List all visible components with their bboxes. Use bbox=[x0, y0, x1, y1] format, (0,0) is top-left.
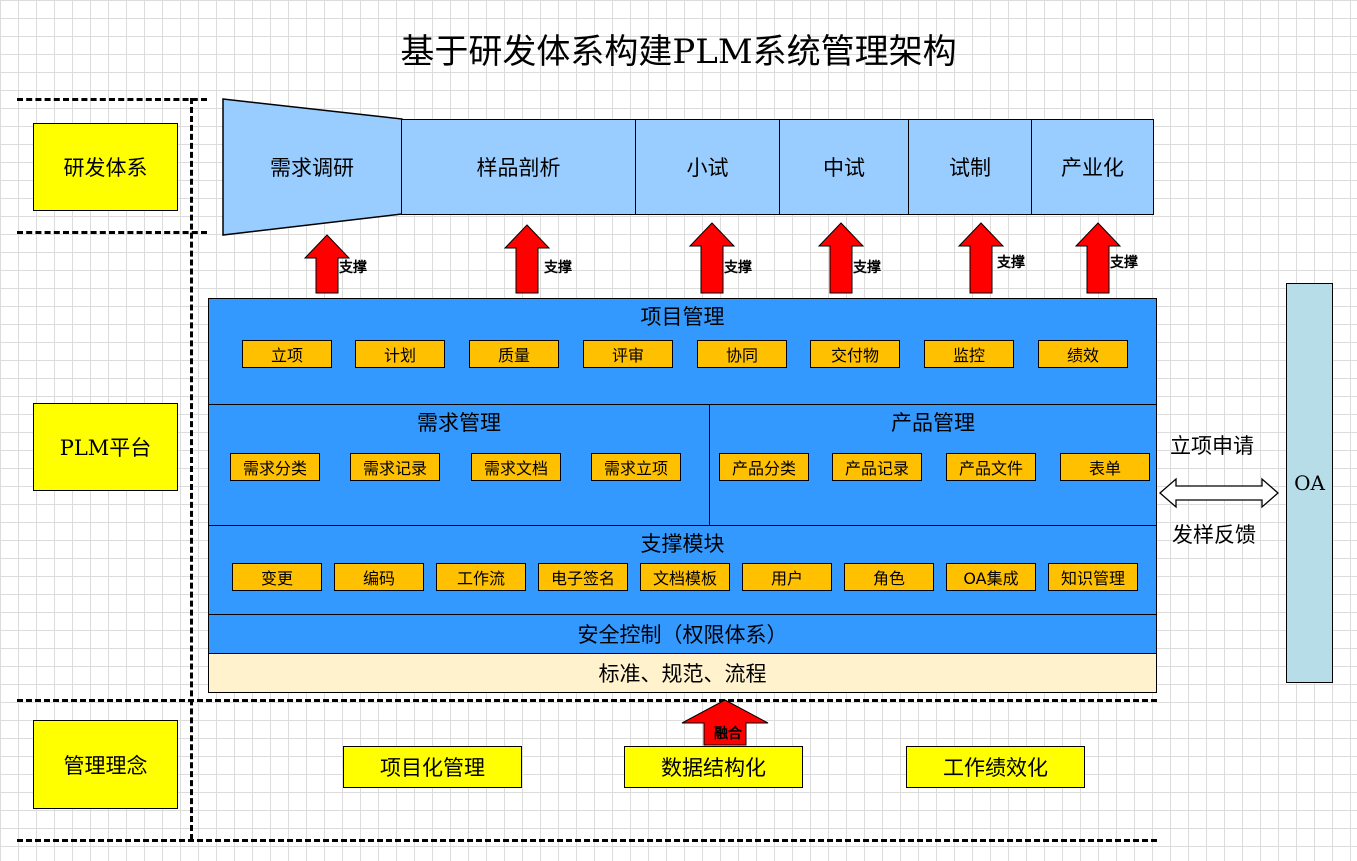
module-chip: 需求记录 bbox=[350, 453, 440, 481]
module-chip: 用户 bbox=[742, 563, 832, 591]
layer-label-rd: 研发体系 bbox=[33, 123, 178, 211]
support-label: 支撑 bbox=[853, 260, 881, 276]
support-label: 支撑 bbox=[544, 260, 572, 276]
oa-system-box: OA bbox=[1286, 283, 1333, 683]
fusion-arrow-icon bbox=[681, 699, 769, 746]
support-arrow-icon bbox=[817, 222, 865, 294]
requirement-management-title: 需求管理 bbox=[417, 411, 501, 435]
bidirectional-arrow-icon bbox=[1159, 477, 1279, 509]
module-chip: 协同 bbox=[697, 340, 787, 368]
layer-label-mgmt: 管理理念 bbox=[33, 720, 178, 809]
module-chip: 变更 bbox=[232, 563, 322, 591]
divider-top bbox=[17, 98, 207, 101]
module-chip: 需求分类 bbox=[230, 453, 320, 481]
support-label: 支撑 bbox=[339, 260, 367, 276]
module-chip: 知识管理 bbox=[1048, 563, 1138, 591]
module-chip: 文档模板 bbox=[640, 563, 730, 591]
concept-work-performance: 工作绩效化 bbox=[906, 746, 1085, 788]
support-label: 支撑 bbox=[997, 255, 1025, 271]
oa-flow-top-label: 立项申请 bbox=[1170, 434, 1254, 458]
stage-sample-analysis: 样品剖析 bbox=[401, 119, 636, 215]
standards-panel: 标准、规范、流程 bbox=[208, 653, 1157, 693]
divider-plm-mgmt bbox=[17, 699, 1157, 702]
module-chip: 质量 bbox=[469, 340, 559, 368]
stage-small-trial: 小试 bbox=[635, 119, 780, 215]
requirement-management-panel: 需求管理 需求分类 需求记录 需求文档 需求立项 bbox=[208, 404, 710, 526]
stage-needs-research: 需求调研 bbox=[270, 155, 354, 180]
module-chip: 产品分类 bbox=[719, 453, 809, 481]
divider-bottom bbox=[17, 839, 1157, 842]
divider-rd-plm bbox=[17, 231, 207, 234]
module-chip: 表单 bbox=[1060, 453, 1150, 481]
module-chip: 需求文档 bbox=[471, 453, 561, 481]
project-management-panel: 项目管理 立项计划质量评审协同交付物监控绩效 bbox=[208, 298, 1157, 405]
concept-project-management: 项目化管理 bbox=[343, 746, 522, 788]
oa-flow-bottom-label: 发样反馈 bbox=[1172, 523, 1256, 547]
security-control-panel: 安全控制（权限体系） bbox=[208, 614, 1157, 654]
module-chip: 交付物 bbox=[810, 340, 900, 368]
module-chip: 计划 bbox=[355, 340, 445, 368]
diagram-title: 基于研发体系构建PLM系统管理架构 bbox=[400, 32, 957, 72]
module-chip: 产品记录 bbox=[832, 453, 922, 481]
security-control-label: 安全控制（权限体系） bbox=[577, 623, 788, 647]
support-modules-panel: 支撑模块 变更编码工作流电子签名文档模板用户角色 OA集成知识管理 bbox=[208, 525, 1157, 615]
concept-data-structuring: 数据结构化 bbox=[624, 746, 803, 788]
module-chip: 监控 bbox=[924, 340, 1014, 368]
product-management-title: 产品管理 bbox=[891, 411, 975, 435]
module-chip: 编码 bbox=[334, 563, 424, 591]
stage-trial-production: 试制 bbox=[908, 119, 1032, 215]
support-arrow-icon bbox=[503, 224, 551, 294]
support-arrow-icon bbox=[1074, 222, 1122, 294]
module-chip: 产品文件 bbox=[946, 453, 1036, 481]
support-arrow-icon bbox=[688, 222, 736, 294]
module-chip: 角色 bbox=[844, 563, 934, 591]
module-chip: 需求立项 bbox=[591, 453, 681, 481]
module-chip: 绩效 bbox=[1038, 340, 1128, 368]
module-chip: 工作流 bbox=[436, 563, 526, 591]
stage-pilot-trial: 中试 bbox=[779, 119, 909, 215]
support-modules-title: 支撑模块 bbox=[640, 532, 725, 556]
standards-label: 标准、规范、流程 bbox=[598, 662, 767, 686]
support-arrow-icon bbox=[957, 222, 1005, 294]
layer-label-plm: PLM平台 bbox=[33, 403, 178, 491]
stage-industrialization: 产业化 bbox=[1031, 119, 1154, 215]
module-chip: 电子签名 bbox=[538, 563, 628, 591]
divider-vertical bbox=[190, 98, 193, 840]
module-chip: 立项 bbox=[242, 340, 332, 368]
support-label: 支撑 bbox=[1110, 255, 1138, 271]
product-management-panel: 产品管理 产品分类产品记录产品文件表单 bbox=[709, 404, 1157, 526]
support-arrow-icon bbox=[303, 234, 351, 294]
module-chip: OA集成 bbox=[946, 563, 1036, 591]
project-management-title: 项目管理 bbox=[640, 305, 725, 329]
fusion-label: 融合 bbox=[714, 726, 742, 742]
module-chip: 评审 bbox=[583, 340, 673, 368]
support-label: 支撑 bbox=[724, 260, 752, 276]
